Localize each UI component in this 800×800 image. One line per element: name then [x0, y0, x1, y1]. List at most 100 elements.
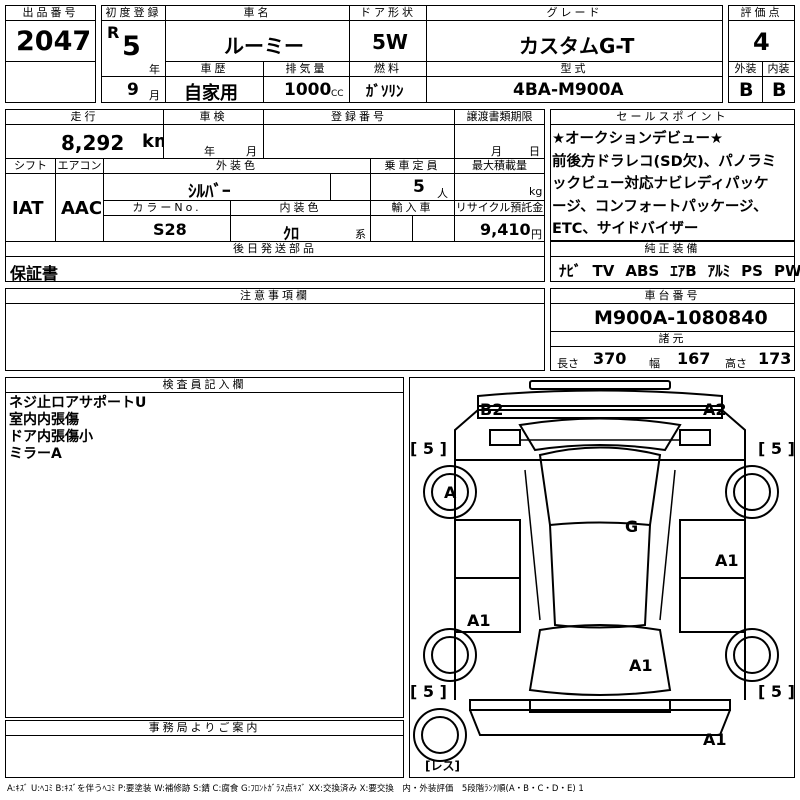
mark-a: A	[444, 483, 457, 502]
sales-point-text: ★オークションデビュー★前後方ドラレコ(SD欠)、パノラミックビュー対応ナビレデ…	[552, 128, 776, 241]
recycle-header: リサイクル預託金	[454, 200, 545, 216]
grade-cell: カスタムG-T	[426, 20, 723, 62]
equipment-item: TV	[592, 262, 615, 280]
model-header: 型式	[426, 61, 723, 77]
equipment-item: ｱﾙﾐ	[707, 262, 731, 280]
model-value: 4BA-M900A	[513, 80, 624, 100]
specs-header: 諸元	[550, 331, 795, 347]
inspector-note: ミラーA	[9, 446, 62, 462]
car-name-cell: ルーミー	[165, 20, 350, 62]
capacity-value: 5	[413, 177, 425, 197]
shift-cell: IAT	[5, 173, 56, 242]
reg-no-header: 登録番号	[263, 109, 455, 125]
recycle-cell: 9,410 円	[454, 215, 545, 242]
tire-rear-right: [ 5 ]	[758, 682, 795, 701]
chassis-value: M900A-1080840	[594, 307, 768, 329]
equipment-header: 純正装備	[550, 241, 795, 257]
chassis-cell: M900A-1080840	[550, 303, 795, 332]
fuel-header: 燃料	[349, 61, 427, 77]
equipment-item: PW	[773, 262, 800, 280]
ext-color-blank	[330, 173, 371, 201]
chassis-header: 車台番号	[550, 288, 795, 304]
history-header: 車歴	[165, 61, 264, 77]
history-cell: 自家用	[165, 76, 264, 104]
handover-cell: 月 日	[454, 124, 545, 159]
month-cell: 9 月	[101, 76, 166, 103]
import-cell	[370, 215, 413, 242]
history-value: 自家用	[184, 83, 238, 104]
office-cell	[5, 735, 404, 778]
ext-color-value: ｼﾙﾊﾞｰ	[188, 182, 231, 202]
color-no-header: カラーNo.	[103, 200, 231, 216]
era-value: R	[107, 23, 120, 42]
grade-value: カスタムG-T	[519, 34, 635, 58]
width-label: 幅	[649, 357, 660, 370]
car-name-value: ルーミー	[224, 34, 304, 58]
month-unit: 月	[149, 89, 160, 102]
door-value: 5W	[372, 30, 408, 54]
car-name-header: 車名	[165, 5, 350, 21]
notes-cell	[5, 303, 545, 371]
mileage-header: 走行	[5, 109, 164, 125]
max-load-unit: kg	[529, 185, 543, 198]
inspector-note: ドア内張傷小	[9, 429, 93, 445]
inspection-year-unit: 年	[204, 145, 215, 158]
sales-point-line: ージ、コンフォートパッケージ、	[552, 198, 768, 215]
displacement-header: 排気量	[263, 61, 350, 77]
tire-rear-left: [ 5 ]	[410, 682, 447, 701]
score-header: 評価点	[728, 5, 795, 21]
score-value: 4	[753, 28, 770, 56]
later-parts-value: 保証書	[10, 264, 59, 283]
first-reg-header: 初度登録	[101, 5, 166, 21]
year-value: 5	[122, 31, 141, 62]
aircon-cell: AAC	[55, 173, 104, 242]
inspection-cell: 年 月	[163, 124, 264, 159]
color-no-value: S28	[153, 220, 187, 239]
lot-no-blank	[5, 61, 96, 103]
notes-header: 注意事項欄	[5, 288, 545, 304]
inspector-note: ネジ止ロアサポートU	[9, 395, 147, 411]
lot-no-cell: 2047	[5, 20, 96, 62]
inspection-month-unit: 月	[246, 145, 257, 158]
sales-point-line: ックビュー対応ナビレディパッケ	[552, 176, 769, 192]
length-label: 長さ	[557, 357, 579, 370]
capacity-cell: 5 人	[370, 173, 455, 201]
inspector-header: 検査員記入欄	[5, 377, 404, 393]
ext-color-cell: ｼﾙﾊﾞｰ	[103, 173, 331, 202]
length-value: 370	[593, 349, 627, 368]
capacity-unit: 人	[437, 187, 448, 200]
height-label: 高さ	[725, 357, 747, 370]
sales-point-cell: ★オークションデビュー★前後方ドラレコ(SD欠)、パノラミックビュー対応ナビレデ…	[550, 124, 795, 241]
later-parts-cell: 保証書	[5, 256, 545, 283]
width-value: 167	[677, 349, 711, 368]
int-color-value: ｸﾛ	[283, 224, 300, 243]
int-color-suffix: 系	[355, 228, 366, 241]
interior-header: 内装	[762, 61, 795, 77]
mileage-value: 8,292	[61, 131, 125, 155]
specs-cell: 長さ 370 幅 167 高さ 173	[550, 346, 795, 371]
max-load-header: 最大積載量	[454, 158, 545, 174]
handover-day-unit: 日	[529, 145, 540, 158]
model-cell: 4BA-M900A	[426, 76, 723, 103]
ext-color-header: 外装色	[103, 158, 371, 174]
height-value: 173	[758, 349, 792, 368]
mark-a2: A2	[703, 400, 727, 419]
year-unit: 年	[149, 63, 160, 76]
exterior-cell: B	[728, 76, 763, 103]
grade-header: グレード	[426, 5, 723, 21]
spare-tire-label: [レス]	[425, 759, 460, 773]
mark-a1-right-door: A1	[715, 551, 739, 570]
lot-no-value: 2047	[16, 26, 92, 57]
interior-cell: B	[762, 76, 795, 103]
first-reg-cell: R 5 年	[101, 20, 166, 77]
sales-point-line: 前後方ドラレコ(SD欠)、パノラミ	[552, 153, 777, 170]
door-cell: 5W	[349, 20, 427, 62]
tire-front-left: [ 5 ]	[410, 439, 447, 458]
month-value: 9	[127, 80, 139, 100]
interior-score: B	[772, 79, 787, 101]
handover-month-unit: 月	[491, 145, 502, 158]
equipment-item: ABS	[625, 262, 660, 280]
